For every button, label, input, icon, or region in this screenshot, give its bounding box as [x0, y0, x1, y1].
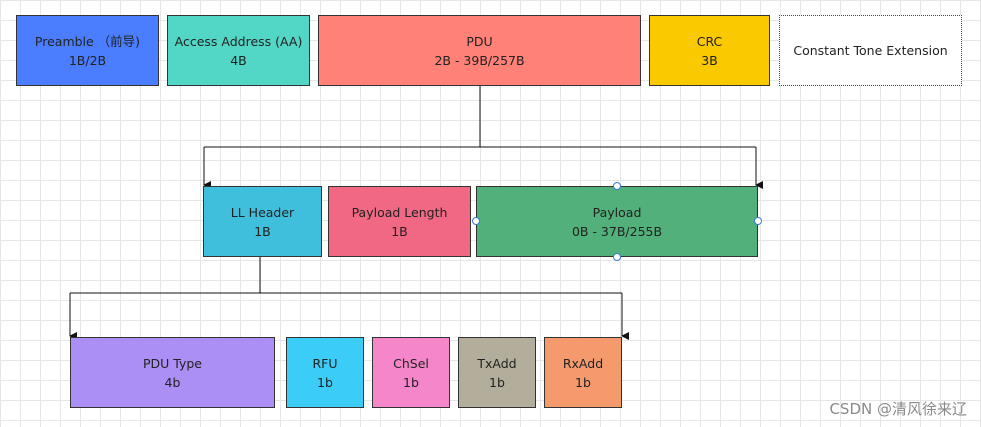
- pdu-type-box[interactable]: PDU Type 4b: [70, 337, 275, 408]
- access-address-size: 4B: [230, 52, 247, 68]
- pdu-label: PDU: [466, 33, 493, 49]
- chsel-box[interactable]: ChSel 1b: [372, 337, 450, 408]
- chsel-size: 1b: [403, 374, 419, 390]
- watermark: CSDN @清风徐来辽: [829, 400, 967, 418]
- pdu-box[interactable]: PDU 2B - 39B/257B: [318, 15, 641, 86]
- resize-handle-right[interactable]: [754, 217, 762, 225]
- preamble-size: 1B/2B: [68, 52, 107, 68]
- payload-box[interactable]: Payload 0B - 37B/255B: [476, 186, 758, 257]
- payload-label: Payload: [592, 204, 642, 220]
- payload-size: 0B - 37B/255B: [571, 223, 663, 239]
- preamble-label: Preamble （前导): [34, 33, 141, 49]
- access-address-box[interactable]: Access Address (AA) 4B: [167, 15, 310, 86]
- rxadd-size: 1b: [575, 374, 591, 390]
- rxadd-box[interactable]: RxAdd 1b: [544, 337, 622, 408]
- payload-length-size: 1B: [391, 223, 408, 239]
- pdu-type-size: 4b: [164, 374, 181, 390]
- txadd-box[interactable]: TxAdd 1b: [458, 337, 536, 408]
- access-address-label: Access Address (AA): [174, 33, 303, 49]
- pdu-size: 2B - 39B/257B: [434, 52, 525, 68]
- rfu-size: 1b: [317, 374, 333, 390]
- cte-box[interactable]: Constant Tone Extension: [779, 15, 962, 86]
- resize-handle-bottom[interactable]: [613, 253, 621, 261]
- txadd-size: 1b: [489, 374, 505, 390]
- crc-box[interactable]: CRC 3B: [649, 15, 770, 86]
- rxadd-label: RxAdd: [562, 355, 604, 371]
- payload-length-box[interactable]: Payload Length 1B: [328, 186, 471, 257]
- crc-label: CRC: [696, 33, 723, 49]
- txadd-label: TxAdd: [477, 355, 517, 371]
- resize-handle-left[interactable]: [472, 217, 480, 225]
- resize-handle-top[interactable]: [613, 182, 621, 190]
- rfu-box[interactable]: RFU 1b: [286, 337, 364, 408]
- ll-header-label: LL Header: [230, 204, 295, 220]
- rfu-label: RFU: [312, 355, 338, 371]
- pdu-type-label: PDU Type: [143, 355, 202, 371]
- chsel-label: ChSel: [393, 355, 429, 371]
- crc-size: 3B: [701, 52, 718, 68]
- ll-header-box[interactable]: LL Header 1B: [203, 186, 322, 257]
- cte-label: Constant Tone Extension: [793, 43, 948, 58]
- ll-header-size: 1B: [254, 223, 271, 239]
- preamble-box[interactable]: Preamble （前导) 1B/2B: [16, 15, 159, 86]
- payload-length-label: Payload Length: [351, 204, 448, 220]
